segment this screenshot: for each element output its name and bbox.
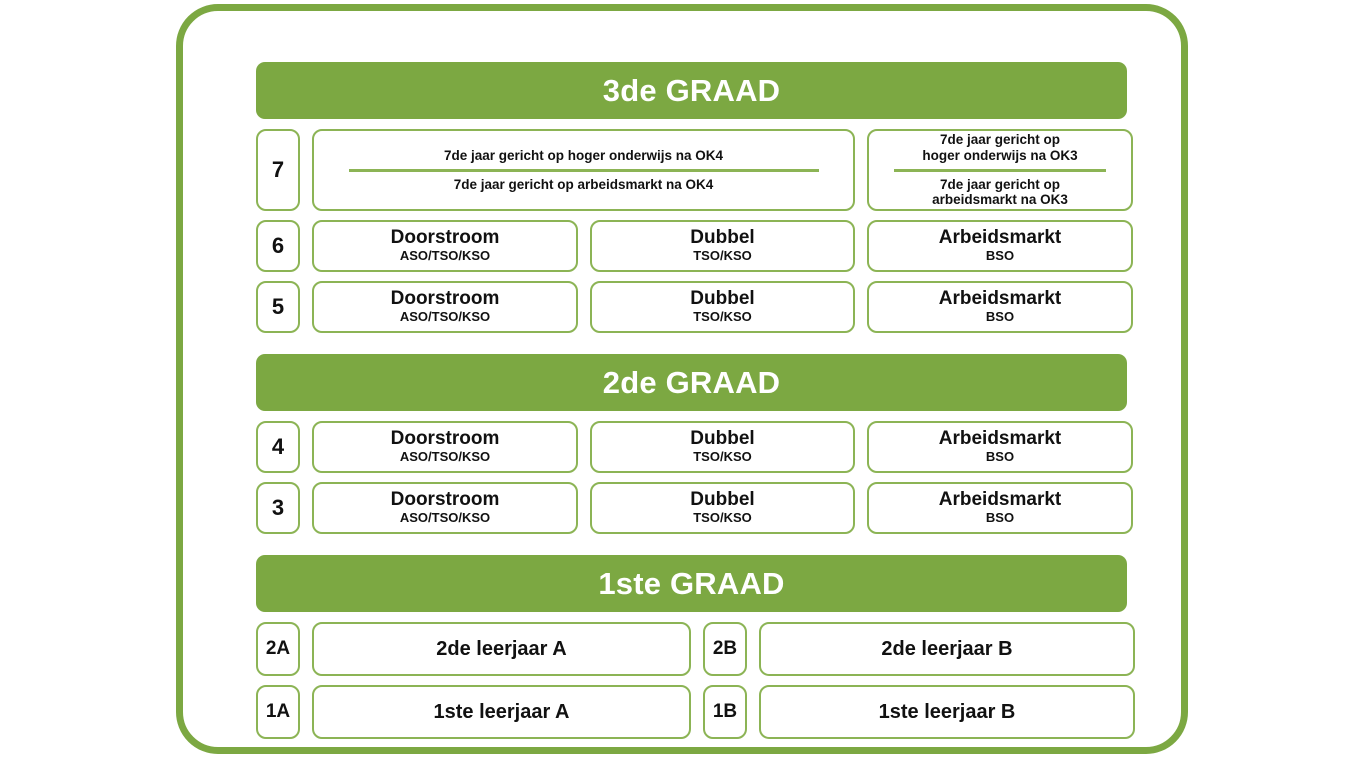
cell-year3-arbeidsmarkt[interactable]: Arbeidsmarkt BSO bbox=[867, 482, 1133, 534]
row-leerjaar-2: 2A 2de leerjaar A 2B 2de leerjaar B bbox=[256, 622, 1135, 676]
spacer bbox=[691, 622, 703, 676]
cell-title: Dubbel bbox=[690, 488, 755, 510]
spacer bbox=[300, 220, 312, 272]
year-chip-5[interactable]: 5 bbox=[256, 281, 300, 333]
year7-ok3-line-top-a: 7de jaar gericht op bbox=[939, 131, 1061, 147]
cell-subtitle: BSO bbox=[985, 309, 1015, 325]
cell-2de-leerjaar-b[interactable]: 2de leerjaar B bbox=[759, 622, 1135, 676]
cell-title: 1ste leerjaar B bbox=[878, 700, 1016, 723]
row-year-3: 3 Doorstroom ASO/TSO/KSO Dubbel TSO/KSO … bbox=[256, 482, 1133, 534]
banner-graad-2: 2de GRAAD bbox=[256, 354, 1127, 411]
cell-year6-doorstroom[interactable]: Doorstroom ASO/TSO/KSO bbox=[312, 220, 578, 272]
year7-ok3-line-bottom-b: arbeidsmarkt na OK3 bbox=[932, 192, 1068, 208]
cell-year7-ok4-content: 7de jaar gericht op hoger onderwijs na O… bbox=[322, 148, 845, 193]
cell-year6-dubbel[interactable]: Dubbel TSO/KSO bbox=[590, 220, 855, 272]
year7-ok4-line-bottom: 7de jaar gericht op arbeidsmarkt na OK4 bbox=[453, 176, 714, 192]
cell-subtitle: ASO/TSO/KSO bbox=[399, 248, 491, 264]
row-year-5: 5 Doorstroom ASO/TSO/KSO Dubbel TSO/KSO … bbox=[256, 281, 1133, 333]
cell-title: Arbeidsmarkt bbox=[938, 226, 1062, 248]
cell-year5-doorstroom[interactable]: Doorstroom ASO/TSO/KSO bbox=[312, 281, 578, 333]
cell-title: Arbeidsmarkt bbox=[938, 488, 1062, 510]
cell-title: Dubbel bbox=[690, 427, 755, 449]
spacer bbox=[300, 129, 312, 211]
cell-title: 1ste leerjaar A bbox=[433, 700, 570, 723]
cell-year4-arbeidsmarkt[interactable]: Arbeidsmarkt BSO bbox=[867, 421, 1133, 473]
year-chip-2b[interactable]: 2B bbox=[703, 622, 747, 676]
cell-subtitle: TSO/KSO bbox=[693, 510, 752, 526]
spacer bbox=[300, 622, 312, 676]
cell-subtitle: TSO/KSO bbox=[693, 248, 752, 264]
spacer bbox=[855, 129, 867, 211]
spacer bbox=[578, 482, 590, 534]
year-chip-2a[interactable]: 2A bbox=[256, 622, 300, 676]
year7-ok4-divider bbox=[348, 168, 819, 172]
year-chip-4[interactable]: 4 bbox=[256, 421, 300, 473]
cell-title: Dubbel bbox=[690, 287, 755, 309]
cell-year4-dubbel[interactable]: Dubbel TSO/KSO bbox=[590, 421, 855, 473]
row-year-6: 6 Doorstroom ASO/TSO/KSO Dubbel TSO/KSO … bbox=[256, 220, 1133, 272]
spacer bbox=[747, 622, 759, 676]
cell-year7-ok3[interactable]: 7de jaar gericht op hoger onderwijs na O… bbox=[867, 129, 1133, 211]
spacer bbox=[300, 482, 312, 534]
cell-2de-leerjaar-a[interactable]: 2de leerjaar A bbox=[312, 622, 691, 676]
cell-year4-doorstroom[interactable]: Doorstroom ASO/TSO/KSO bbox=[312, 421, 578, 473]
spacer bbox=[578, 281, 590, 333]
cell-year7-ok4[interactable]: 7de jaar gericht op hoger onderwijs na O… bbox=[312, 129, 855, 211]
row-leerjaar-1: 1A 1ste leerjaar A 1B 1ste leerjaar B bbox=[256, 685, 1135, 739]
spacer bbox=[855, 220, 867, 272]
year-chip-3[interactable]: 3 bbox=[256, 482, 300, 534]
cell-1ste-leerjaar-b[interactable]: 1ste leerjaar B bbox=[759, 685, 1135, 739]
cell-subtitle: TSO/KSO bbox=[693, 449, 752, 465]
cell-title: Dubbel bbox=[690, 226, 755, 248]
spacer bbox=[855, 482, 867, 534]
cell-title: Doorstroom bbox=[390, 488, 500, 510]
spacer bbox=[578, 220, 590, 272]
cell-title: Arbeidsmarkt bbox=[938, 427, 1062, 449]
year-chip-7[interactable]: 7 bbox=[256, 129, 300, 211]
cell-subtitle: ASO/TSO/KSO bbox=[399, 510, 491, 526]
cell-year7-ok3-content: 7de jaar gericht op hoger onderwijs na O… bbox=[877, 132, 1123, 209]
cell-title: Doorstroom bbox=[390, 226, 500, 248]
cell-1ste-leerjaar-a[interactable]: 1ste leerjaar A bbox=[312, 685, 691, 739]
year7-ok3-line-top-b: hoger onderwijs na OK3 bbox=[922, 147, 1078, 163]
diagram-stack: 3de GRAAD 7 7de jaar gericht op hoger on… bbox=[256, 62, 1135, 739]
cell-title: 2de leerjaar A bbox=[436, 637, 567, 660]
cell-subtitle: BSO bbox=[985, 449, 1015, 465]
cell-subtitle: BSO bbox=[985, 248, 1015, 264]
cell-subtitle: ASO/TSO/KSO bbox=[399, 309, 491, 325]
year7-ok3-line-bottom-a: 7de jaar gericht op bbox=[939, 176, 1061, 192]
spacer bbox=[578, 421, 590, 473]
cell-subtitle: BSO bbox=[985, 510, 1015, 526]
spacer bbox=[300, 281, 312, 333]
row-year-7: 7 7de jaar gericht op hoger onderwijs na… bbox=[256, 129, 1133, 211]
year7-ok4-line-top: 7de jaar gericht op hoger onderwijs na O… bbox=[443, 147, 724, 163]
banner-graad-1: 1ste GRAAD bbox=[256, 555, 1127, 612]
cell-title: Doorstroom bbox=[390, 287, 500, 309]
cell-year5-arbeidsmarkt[interactable]: Arbeidsmarkt BSO bbox=[867, 281, 1133, 333]
spacer bbox=[747, 685, 759, 739]
spacer bbox=[691, 685, 703, 739]
spacer bbox=[855, 281, 867, 333]
spacer bbox=[855, 421, 867, 473]
cell-title: Doorstroom bbox=[390, 427, 500, 449]
cell-year3-doorstroom[interactable]: Doorstroom ASO/TSO/KSO bbox=[312, 482, 578, 534]
year-chip-1a[interactable]: 1A bbox=[256, 685, 300, 739]
banner-graad-3: 3de GRAAD bbox=[256, 62, 1127, 119]
cell-subtitle: ASO/TSO/KSO bbox=[399, 449, 491, 465]
cell-title: 2de leerjaar B bbox=[881, 637, 1013, 660]
row-year-4: 4 Doorstroom ASO/TSO/KSO Dubbel TSO/KSO … bbox=[256, 421, 1133, 473]
cell-title: Arbeidsmarkt bbox=[938, 287, 1062, 309]
cell-subtitle: TSO/KSO bbox=[693, 309, 752, 325]
year-chip-1b[interactable]: 1B bbox=[703, 685, 747, 739]
spacer bbox=[300, 685, 312, 739]
cell-year5-dubbel[interactable]: Dubbel TSO/KSO bbox=[590, 281, 855, 333]
diagram-frame: 3de GRAAD 7 7de jaar gericht op hoger on… bbox=[176, 4, 1188, 754]
year-chip-6[interactable]: 6 bbox=[256, 220, 300, 272]
year7-ok3-divider bbox=[894, 168, 1106, 172]
cell-year6-arbeidsmarkt[interactable]: Arbeidsmarkt BSO bbox=[867, 220, 1133, 272]
spacer bbox=[300, 421, 312, 473]
cell-year3-dubbel[interactable]: Dubbel TSO/KSO bbox=[590, 482, 855, 534]
